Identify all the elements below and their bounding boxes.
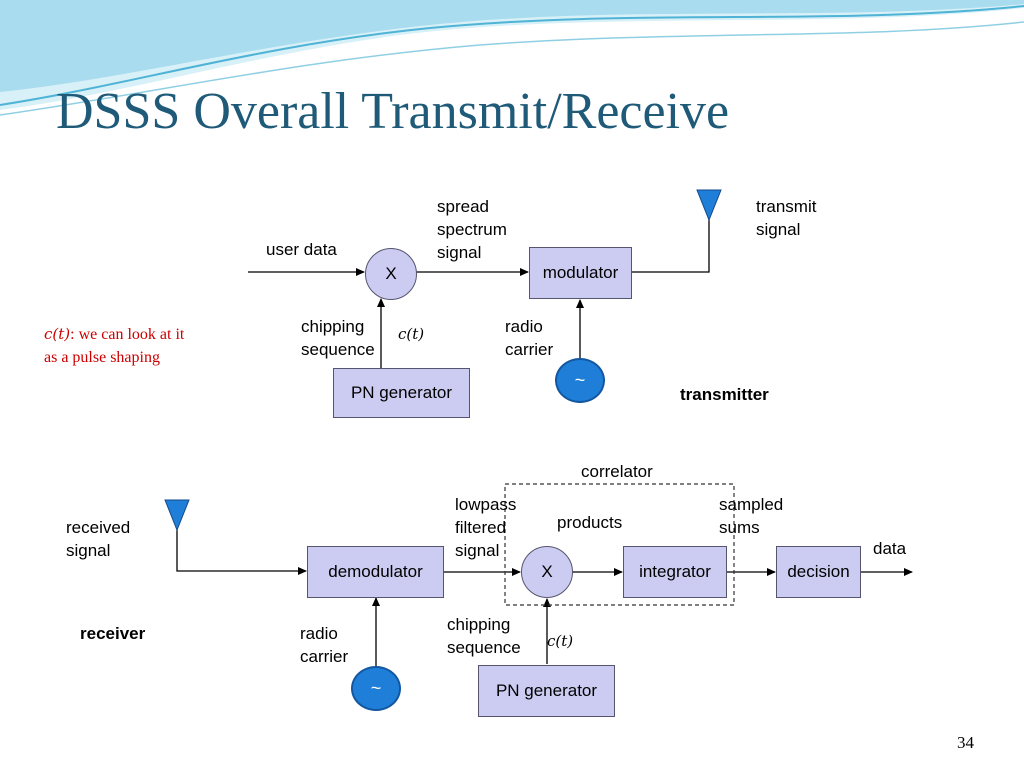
user-data-label: user data [266,240,337,259]
correlator-box [504,483,735,606]
integrator-block: integrator [623,546,727,598]
correlator-label: correlator [581,462,653,481]
page-title: DSSS Overall Transmit/Receive [56,83,730,140]
tx-ct-label: c(t) [398,325,425,343]
received-signal-label: received signal [66,518,131,560]
data-output-label: data [873,539,907,558]
products-label: products [557,513,623,532]
sampled-sums-label: sampled sums [719,495,784,537]
tx-pn-generator-block: PN generator [333,368,470,418]
rx-ct-label: c(t) [547,632,574,650]
tx-multiplier: X [365,248,417,300]
page-number: 34 [957,733,974,752]
lowpass-filtered-label: lowpass filtered signal [455,495,517,560]
transmitter-label: transmitter [680,385,769,404]
note-math: c(t) [44,325,71,343]
tx-chipping-sequence-label: chipping sequence [301,317,375,359]
decision-block: decision [776,546,861,598]
transmit-signal-label: transmit signal [756,197,817,239]
pulse-shaping-note: c(t): we can look at it as a pulse shapi… [44,323,184,369]
transmit-antenna-icon [696,189,722,222]
rx-oscillator-icon: ~ [351,666,401,711]
rx-pn-generator-block: PN generator [478,665,615,717]
note-line2: as a pulse shaping [44,349,160,366]
header-waves [0,0,1024,116]
receive-antenna-icon [164,499,190,532]
modulator-block: modulator [529,247,632,299]
receiver-label: receiver [80,624,146,643]
tx-radio-carrier-label: radio carrier [505,317,554,359]
note-line1: : we can look at it [70,326,185,343]
rx-multiplier: X [521,546,573,598]
rx-radio-carrier-label: radio carrier [300,624,349,666]
demodulator-block: demodulator [307,546,444,598]
spread-spectrum-label: spread spectrum signal [437,197,507,262]
rx-chipping-sequence-label: chipping sequence [447,615,521,657]
tx-oscillator-icon: ~ [555,358,605,403]
